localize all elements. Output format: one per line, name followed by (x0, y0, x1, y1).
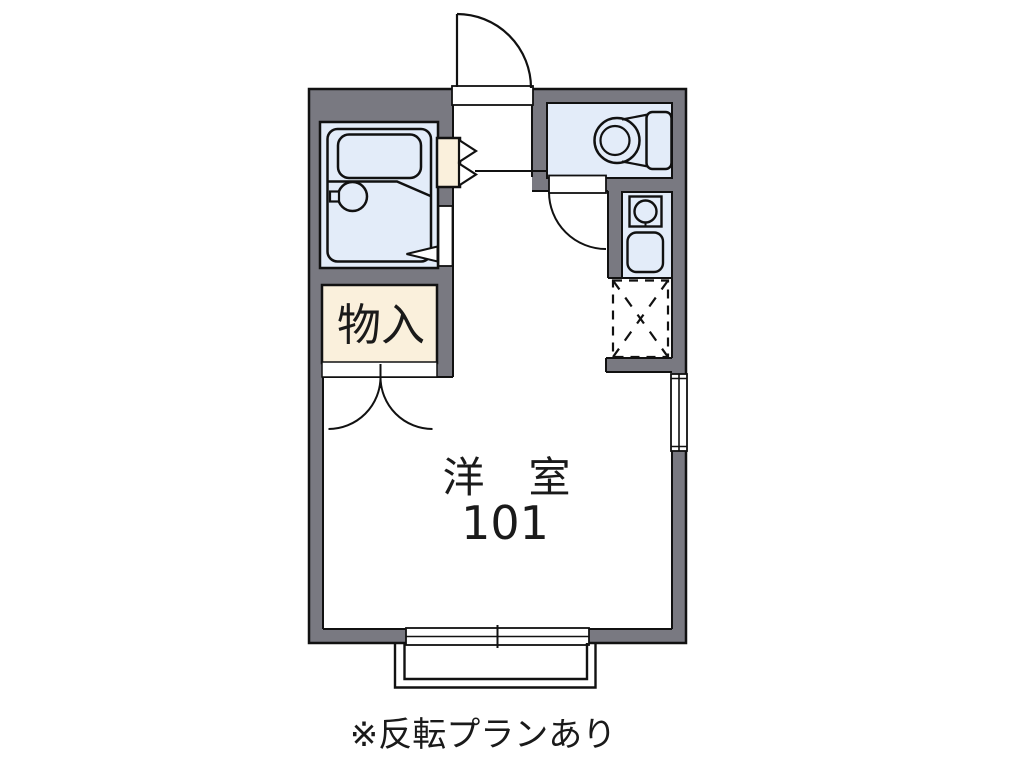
closet-door-arc-right (379, 376, 433, 430)
room-label: 洋 室 (442, 453, 571, 502)
room-number: 101 (461, 496, 549, 550)
caption-reversed-plan: ※反転プランあり (350, 715, 617, 755)
closet-door-arc-left (328, 376, 382, 430)
toilet-door-opening (548, 174, 607, 194)
balcony-inner-line (403, 643, 589, 681)
balcony (393, 625, 597, 689)
wall-toilet-left (532, 103, 547, 178)
kitchen-unit (621, 191, 673, 279)
entrance-arrow-icon (457, 137, 479, 165)
toilet-room-outline (546, 102, 673, 179)
bath-door-swing-icon (406, 245, 439, 263)
hatch-outline (611, 279, 670, 359)
window-sash-lines (671, 374, 687, 451)
closet-label: 物入 (337, 300, 425, 351)
entrance-opening (451, 85, 534, 106)
toilet-door-arc (548, 191, 607, 250)
faucet-icon (328, 190, 341, 203)
bathroom-inner-outline (326, 127, 433, 263)
washing-machine-space (611, 279, 670, 359)
side-window (670, 373, 688, 452)
bathroom-door-opening (437, 205, 454, 267)
toilet-room (546, 102, 673, 250)
entrance (435, 12, 546, 267)
labels: 洋 室 101 ※反転プランあり (350, 453, 617, 755)
sink-icon (626, 231, 665, 274)
entrance-step-box (435, 136, 462, 189)
closet: 物入 (320, 283, 439, 430)
closet-box (320, 283, 439, 365)
hatch-cross-icon (612, 279, 669, 358)
entrance-door-arc (456, 12, 533, 89)
toilet-seat-lines (621, 113, 649, 168)
toilet-bowl-inner (599, 124, 631, 157)
entrance-arrow-icon (457, 161, 479, 188)
toilet-tank-icon (645, 110, 673, 171)
balcony-outer-line (393, 643, 597, 689)
toilet-bowl-icon (593, 116, 641, 165)
wall-right (672, 88, 687, 644)
bathroom-unit (318, 120, 440, 270)
bathtub-icon (336, 133, 423, 180)
wall-kitchen-stub (608, 192, 622, 278)
wall-hatch-stub (606, 358, 672, 372)
